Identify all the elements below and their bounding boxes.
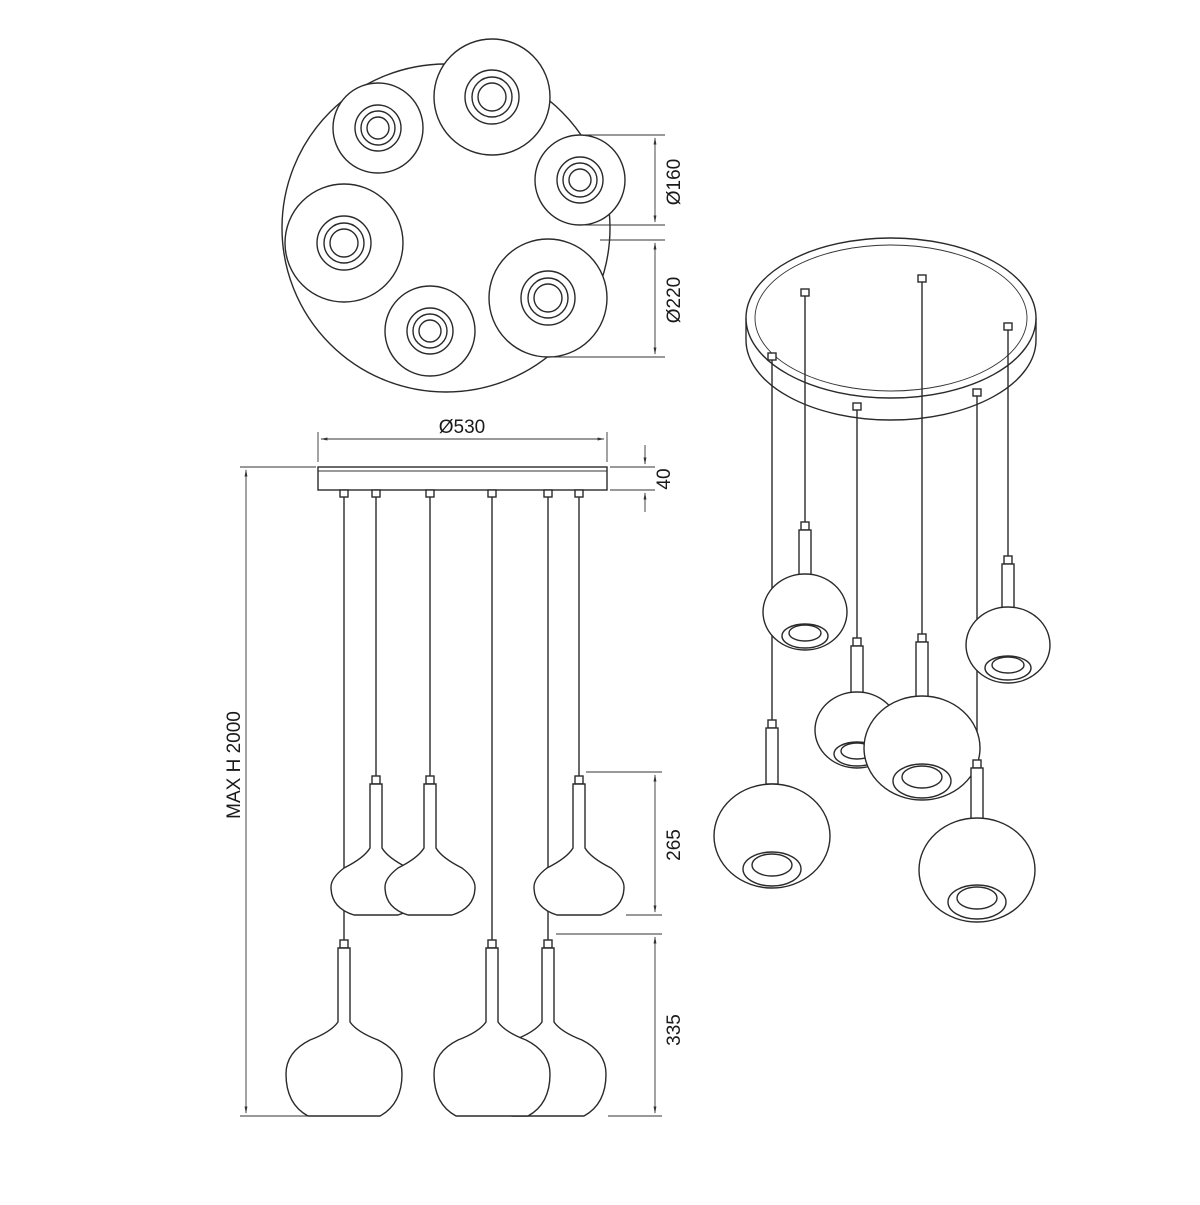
dim-small-pendant-height-label: 265 — [664, 829, 685, 861]
front-cords — [339, 489, 584, 940]
dim-small-diameter-label: Ø160 — [664, 159, 685, 205]
top-view: Ø160 Ø220 — [281, 38, 685, 393]
top-shade-1 — [433, 38, 551, 156]
canopy-front — [317, 466, 608, 491]
front-small-pendant-2 — [384, 775, 476, 916]
top-shade-3 — [534, 134, 626, 226]
dim-max-height-label: MAX H 2000 — [224, 711, 245, 819]
dim-large-pendant-height: 335 — [556, 933, 685, 1117]
top-shade-5 — [488, 238, 608, 358]
dim-large-diameter: Ø220 — [552, 239, 685, 358]
persp-pendant-d — [863, 633, 981, 801]
top-shade-6 — [384, 285, 476, 377]
dim-canopy-diameter: Ø530 — [317, 417, 608, 462]
persp-pendant-b — [965, 555, 1051, 684]
dim-canopy-height: 40 — [610, 445, 675, 512]
dim-canopy-diameter-label: Ø530 — [439, 417, 485, 438]
perspective-view — [713, 237, 1051, 923]
dim-small-pendant-height: 265 — [586, 771, 685, 916]
dim-large-diameter-label: Ø220 — [664, 277, 685, 323]
front-view: Ø530 40 MAX H 2000 — [224, 417, 685, 1117]
dim-small-diameter: Ø160 — [580, 134, 685, 226]
persp-pendant-e — [713, 719, 831, 889]
front-small-pendant-3 — [533, 775, 625, 916]
dim-canopy-height-label: 40 — [654, 468, 675, 489]
front-large-pendant-1 — [285, 939, 403, 1117]
top-shade-2 — [332, 82, 424, 174]
canopy-perspective-top — [745, 237, 1037, 399]
front-large-pendant-3 — [433, 939, 551, 1117]
dim-max-height: MAX H 2000 — [224, 466, 345, 1117]
persp-pendant-a — [762, 521, 848, 651]
top-shade-4 — [284, 183, 404, 303]
dim-large-pendant-height-label: 335 — [664, 1014, 685, 1046]
perspective-cords — [767, 274, 1013, 760]
persp-pendant-f — [918, 759, 1036, 923]
